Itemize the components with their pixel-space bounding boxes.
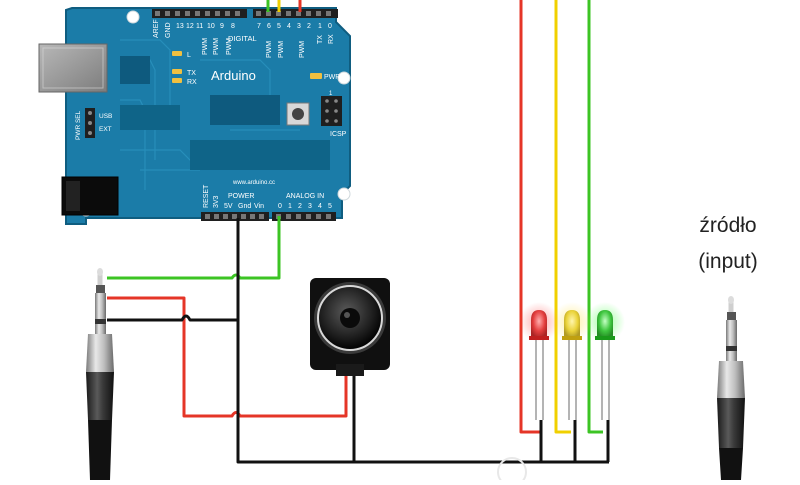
pin-label: 10 <box>207 23 215 30</box>
power-label: POWER <box>228 193 254 200</box>
l-led-label: L <box>187 52 191 59</box>
board-url: www.arduino.cc <box>232 180 275 186</box>
pin-label: 13 <box>176 23 184 30</box>
ext-label: EXT <box>99 126 112 133</box>
tx-led-label: TX <box>187 70 196 77</box>
pin-label: 11 <box>196 23 203 30</box>
reset-button-cap <box>292 108 304 120</box>
analog-input-wire <box>107 216 281 280</box>
analog-pin-label: 1 <box>288 203 292 210</box>
pwm-label: PWM <box>278 41 285 58</box>
board-chip <box>120 56 150 84</box>
pwr-sel-jumper: PWR SEL USB EXT <box>75 108 112 140</box>
pin-label: 12 <box>186 23 194 30</box>
analog-in-label: ANALOG IN <box>286 193 324 200</box>
wires <box>107 0 610 464</box>
board-chip <box>210 95 280 125</box>
led-green <box>585 302 625 420</box>
pin-label: 1 <box>318 23 322 30</box>
pin-label: 6 <box>267 23 271 30</box>
rx-pin-label: RX <box>328 34 335 44</box>
speaker <box>310 278 390 376</box>
pin-label: 3 <box>297 23 301 30</box>
pwr-led <box>310 73 322 79</box>
pin-label: 8 <box>231 23 235 30</box>
icsp-header: ICSP 1 <box>321 91 347 138</box>
digital-header <box>152 9 338 18</box>
pin-label: 4 <box>287 23 291 30</box>
arduino-logo: Arduino <box>211 68 256 83</box>
status-leds: L TX RX <box>172 51 197 86</box>
pwm-label: PWM <box>202 38 209 55</box>
led-yellow <box>552 302 592 420</box>
digital-labels: AREF GND 13 12 11 10 9 8 7 6 5 4 3 2 1 0… <box>153 19 335 58</box>
5v-pin-label: 5V <box>224 203 233 210</box>
analog-pin-label: 0 <box>278 203 282 210</box>
analog-pin-label: 3 <box>308 203 312 210</box>
vin-pin-label: Vin <box>254 203 264 210</box>
speaker-red-wire <box>107 296 348 418</box>
pin-label: 2 <box>307 23 311 30</box>
source-label-line2: (input) <box>698 250 758 273</box>
audio-jack-input <box>717 296 745 480</box>
pwr-sel-label: PWR SEL <box>75 110 82 140</box>
arduino-board: AREF GND 13 12 11 10 9 8 7 6 5 4 3 2 1 0… <box>38 7 351 225</box>
pin-label: 5 <box>277 23 281 30</box>
source-label-line1: źródło <box>699 214 757 237</box>
analog-pin-label: 4 <box>318 203 322 210</box>
audio-jack-output <box>86 268 114 480</box>
board-chip <box>120 105 180 130</box>
pwr-led-label: PWR <box>324 74 340 81</box>
pwm-label: PWM <box>226 38 233 55</box>
reset-pin-label: RESET <box>203 184 210 208</box>
usb-connector <box>38 43 108 93</box>
pin-label: 9 <box>220 23 224 30</box>
bottom-labels: RESET 3V3 POWER 5V Gnd Vin ANALOG IN 0 1… <box>203 184 332 210</box>
watermark <box>497 457 527 485</box>
power-header <box>201 212 336 221</box>
gnd-pin-label: Gnd <box>238 203 251 210</box>
pin-label: 7 <box>257 23 261 30</box>
pwm-label: PWM <box>213 38 220 55</box>
pwm-label: PWM <box>266 41 273 58</box>
digital-label: DIGITAL <box>228 34 257 43</box>
usb-label: USB <box>99 113 112 120</box>
rx-led-label: RX <box>187 79 197 86</box>
yellow-led-wire <box>554 0 571 434</box>
analog-pin-label: 5 <box>328 203 332 210</box>
aref-label: AREF <box>153 19 160 38</box>
3v3-pin-label: 3V3 <box>213 195 220 208</box>
green-led-wire <box>587 0 603 434</box>
tx-pin-label: TX <box>317 35 324 44</box>
microcontroller-chip <box>190 140 330 170</box>
led-red <box>519 302 559 420</box>
analog-pin-label: 2 <box>298 203 302 210</box>
red-led-wire <box>519 0 540 434</box>
mount-hole <box>337 71 351 85</box>
jack-ground-wire <box>107 314 238 322</box>
mount-hole <box>337 187 351 201</box>
gnd-label: GND <box>165 22 172 38</box>
icsp-pin1-label: 1 <box>329 91 333 97</box>
ground-rail <box>236 218 609 464</box>
icsp-label: ICSP <box>330 131 347 138</box>
mount-hole <box>126 10 140 24</box>
pin-label: 0 <box>328 23 332 30</box>
pwm-label: PWM <box>299 41 306 58</box>
